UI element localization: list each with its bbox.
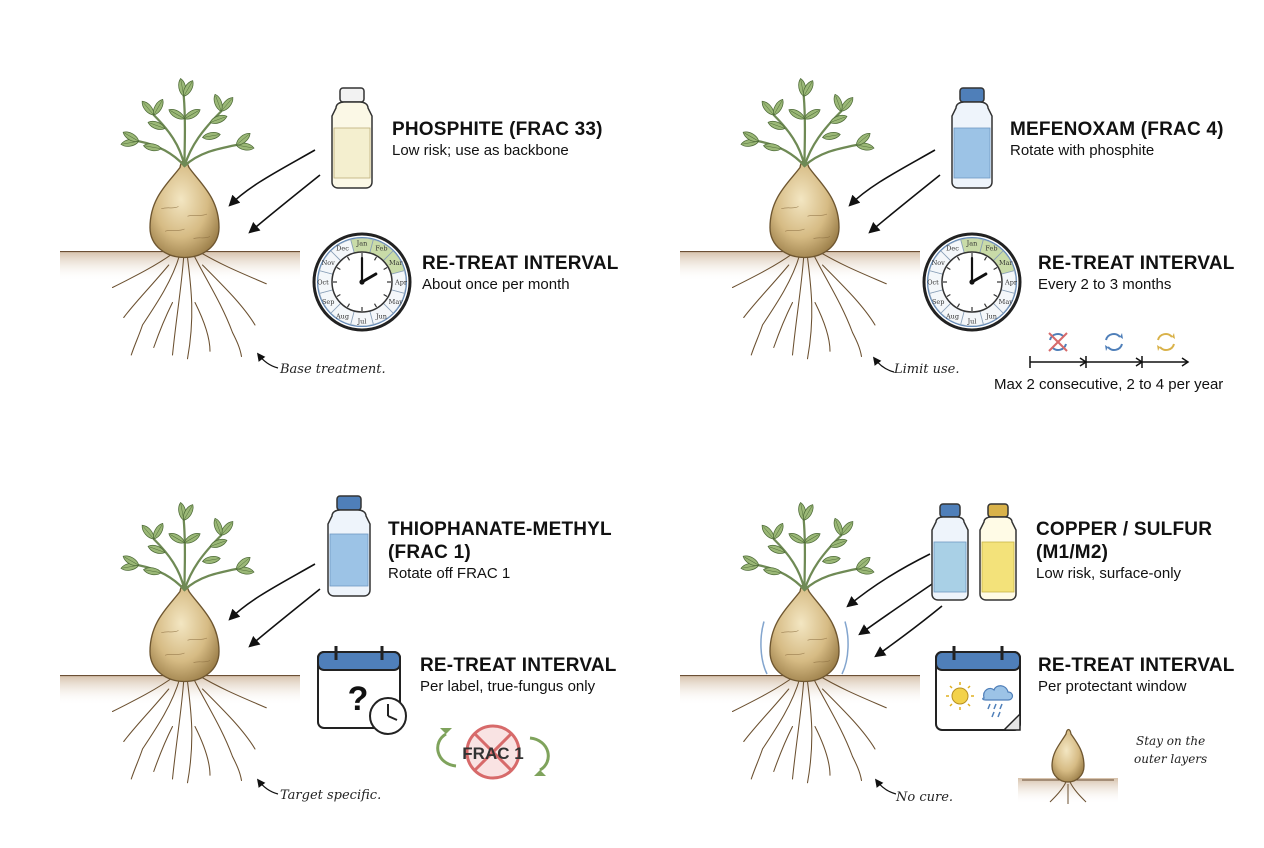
- thiophanate-bottle-icon: [322, 494, 376, 602]
- panel-note: Limit use.: [894, 362, 960, 377]
- caudex-plant-illustration: [680, 454, 920, 834]
- clock-month-label: Dec: [946, 245, 959, 253]
- clock-month-label: Jul: [967, 318, 977, 326]
- clock-month-label: Dec: [336, 245, 349, 253]
- clock-month-label: Oct: [317, 279, 329, 287]
- copper-bottle-icon: [928, 502, 972, 606]
- no-frac1-rotation-icon: FRAC 1: [436, 724, 550, 780]
- panel-note: No cure.: [896, 790, 954, 805]
- clock-month-label: Sep: [932, 298, 944, 306]
- application-arrows: [228, 149, 321, 234]
- clock-month-label: Sep: [322, 298, 334, 306]
- phosphite-bottle-icon: [326, 86, 378, 194]
- interval-title: RE-TREAT INTERVAL: [422, 253, 619, 274]
- panel-note: Target specific.: [280, 788, 382, 803]
- interval-text: Per label, true-fungus only: [420, 678, 596, 695]
- rotation-icon-blue: [1105, 333, 1123, 351]
- panel-copper-sulfur: COPPER / SULFUR (M1/M2) Low risk, surfac…: [620, 424, 1252, 848]
- product-title-line2: (M1/M2): [1036, 542, 1109, 563]
- calendar-question-mark: ?: [348, 680, 369, 718]
- application-arrows: [846, 553, 943, 658]
- product-subtitle: Low risk; use as backbone: [392, 142, 569, 159]
- product-subtitle: Rotate with phosphite: [1010, 142, 1155, 159]
- clock-month-label: Mar: [389, 259, 404, 267]
- product-title-line1: COPPER / SULFUR: [1036, 519, 1213, 540]
- clock-month-label: Jun: [375, 312, 387, 320]
- interval-text: Every 2 to 3 months: [1038, 276, 1172, 293]
- product-subtitle: Low risk, surface-only: [1036, 565, 1182, 582]
- rain-cloud-icon: [982, 685, 1014, 718]
- no-frac1-label: FRAC 1: [462, 744, 523, 763]
- application-arrows: [848, 149, 941, 234]
- clock-month-label: Nov: [322, 259, 336, 267]
- mini-caudex-illustration: [1018, 728, 1118, 804]
- mini-note-line1: Stay on the: [1136, 734, 1206, 748]
- application-arrows: [228, 563, 321, 648]
- panel-mefenoxam: MEFENOXAM (FRAC 4) Rotate with phosphite…: [620, 0, 1252, 424]
- panel-phosphite: PHOSPHITE (FRAC 33) Low risk; use as bac…: [0, 0, 632, 424]
- clock-month-label: May: [389, 298, 404, 306]
- clock-month-label: Aug: [335, 312, 349, 320]
- product-title-line2: (FRAC 1): [388, 542, 471, 563]
- product-subtitle: Rotate off FRAC 1: [388, 565, 511, 582]
- note-arrow: [256, 778, 279, 795]
- panel-note: Base treatment.: [280, 362, 386, 377]
- clock-month-label: Aug: [945, 312, 959, 320]
- product-title: MEFENOXAM (FRAC 4): [1010, 119, 1224, 140]
- rotation-icon-gold: [1157, 333, 1175, 351]
- interval-title: RE-TREAT INTERVAL: [1038, 253, 1235, 274]
- clock-month-label: May: [999, 298, 1014, 306]
- mini-note-line2: outer layers: [1134, 752, 1208, 766]
- calendar-weather-icon: [932, 642, 1028, 742]
- sulfur-bottle-icon: [976, 502, 1020, 606]
- clock-month-label: Oct: [927, 279, 939, 287]
- rotation-limit-text: Max 2 consecutive, 2 to 4 per year: [994, 376, 1224, 393]
- no-rotation-icon: [1048, 332, 1068, 352]
- clock-month-label: Jun: [985, 312, 997, 320]
- note-arrow: [874, 778, 897, 795]
- note-arrow: [872, 356, 895, 373]
- calendar-question-icon: ?: [314, 642, 418, 750]
- clock-month-label: Jul: [357, 318, 367, 326]
- clock-month-label: Apr: [1004, 279, 1018, 287]
- interval-title: RE-TREAT INTERVAL: [420, 655, 617, 676]
- product-title-line1: THIOPHANATE-METHYL: [388, 519, 612, 540]
- rotation-timeline: [1029, 332, 1190, 368]
- interval-text: About once per month: [422, 276, 570, 293]
- clock-month-label: Nov: [932, 259, 946, 267]
- panel-thiophanate-methyl: THIOPHANATE-METHYL (FRAC 1) Rotate off F…: [0, 424, 632, 848]
- interval-title: RE-TREAT INTERVAL: [1038, 655, 1235, 676]
- clock-month-label: Jan: [966, 240, 978, 248]
- interval-text: Per protectant window: [1038, 678, 1187, 695]
- mefenoxam-bottle-icon: [946, 86, 998, 194]
- clock-month-label: Apr: [394, 279, 408, 287]
- clock-month-label: Jan: [356, 240, 368, 248]
- sun-icon: [946, 682, 974, 710]
- note-arrow: [256, 352, 279, 369]
- clock-month-label: Feb: [375, 245, 387, 253]
- clock-month-label: Mar: [999, 259, 1014, 267]
- clock-month-label: Feb: [985, 245, 997, 253]
- product-title: PHOSPHITE (FRAC 33): [392, 119, 603, 140]
